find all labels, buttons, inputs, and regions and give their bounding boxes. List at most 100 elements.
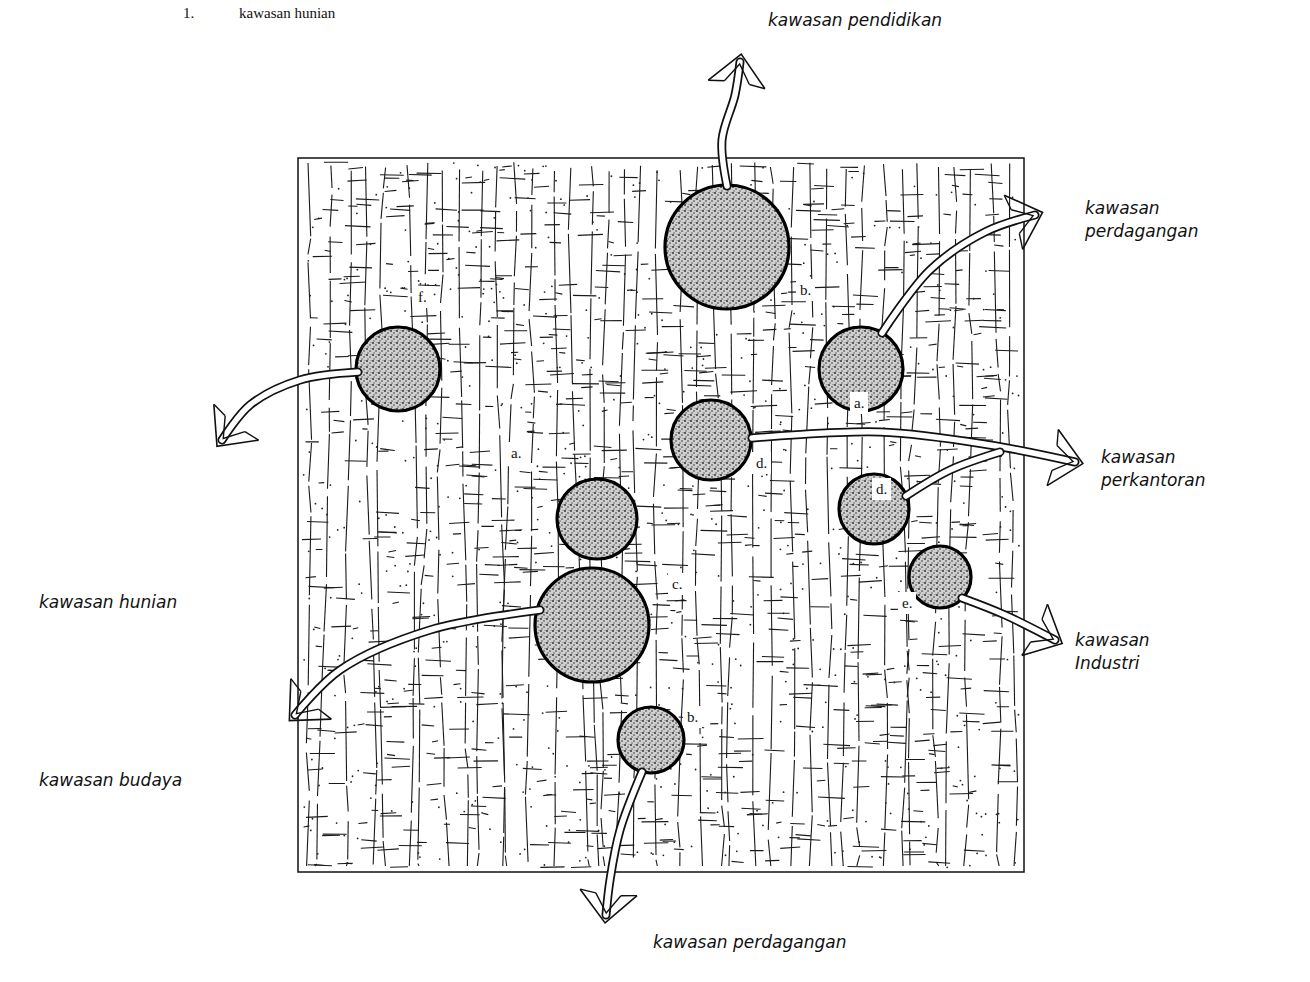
street-line (830, 448, 837, 449)
map-dot (869, 446, 871, 448)
street-line (550, 374, 574, 375)
street-line (727, 764, 728, 802)
street-line (509, 737, 522, 738)
street-line (609, 810, 616, 811)
street-line (411, 519, 420, 520)
street-line (719, 826, 734, 827)
map-dot (779, 388, 781, 390)
map-dot (603, 845, 605, 847)
map-dot (437, 243, 439, 245)
street-line (794, 731, 795, 756)
map-dot (324, 667, 326, 669)
map-dot (531, 497, 533, 499)
street-line (418, 658, 419, 704)
map-dot (1000, 526, 1002, 528)
map-dot (833, 528, 835, 530)
street-line (834, 763, 849, 765)
street-line (340, 282, 366, 283)
street-line (314, 218, 322, 219)
street-line (679, 353, 701, 354)
street-line (528, 432, 543, 434)
street-line (471, 806, 486, 808)
street-line (543, 467, 566, 468)
map-dot (548, 747, 550, 749)
street-line (890, 442, 896, 443)
map-dot (804, 385, 806, 387)
map-dot (651, 436, 653, 438)
street-line (351, 171, 352, 255)
map-dot (524, 170, 526, 172)
map-dot (459, 497, 461, 499)
map-dot (788, 208, 790, 210)
street-line (465, 565, 467, 602)
map-dot (999, 767, 1001, 769)
map-dot (904, 665, 906, 667)
street-line (362, 428, 367, 429)
street-line (922, 654, 947, 655)
map-dot (539, 478, 541, 480)
street-line (655, 254, 657, 335)
street-line (953, 364, 955, 415)
map-dot (309, 295, 311, 297)
street-line (308, 263, 310, 319)
map-dot (888, 783, 890, 785)
street-line (738, 738, 764, 740)
street-line (500, 343, 525, 344)
map-dot (998, 822, 1000, 824)
street-line (937, 767, 949, 769)
map-dot (504, 647, 506, 649)
street-line (644, 842, 669, 844)
street-line (607, 384, 621, 385)
street-line (492, 498, 506, 499)
map-dot (648, 434, 650, 436)
street-line (591, 232, 592, 295)
map-dot (404, 310, 406, 312)
street-line (731, 514, 732, 576)
street-line (642, 298, 663, 299)
map-dot (858, 841, 860, 843)
street-line (991, 163, 994, 213)
map-dot (452, 552, 454, 554)
street-line (377, 779, 391, 781)
map-dot (551, 285, 553, 287)
street-line (656, 860, 657, 866)
street-line (513, 359, 521, 360)
street-line (329, 783, 345, 784)
map-dot (318, 785, 320, 787)
map-dot (920, 257, 922, 259)
street-line (998, 374, 1000, 391)
map-dot (946, 449, 948, 451)
street-line (999, 478, 1000, 512)
street-line (651, 524, 675, 525)
map-dot (1010, 510, 1012, 512)
map-dot (793, 313, 795, 315)
map-dot (551, 545, 553, 547)
street-line (417, 842, 427, 843)
street-line (497, 325, 498, 388)
street-line (829, 542, 831, 596)
street-line (674, 848, 684, 850)
street-line (411, 746, 413, 813)
street-line (436, 209, 457, 210)
street-line (844, 665, 857, 667)
map-dot (780, 421, 782, 423)
map-dot (458, 220, 460, 222)
map-dot (852, 563, 854, 565)
street-line (428, 248, 434, 249)
street-line (388, 551, 396, 552)
map-dot (778, 836, 780, 838)
street-line (662, 564, 688, 565)
map-dot (637, 343, 639, 345)
street-line (989, 270, 1010, 272)
street-line (818, 797, 845, 798)
street-line (360, 692, 384, 694)
map-dot (638, 314, 640, 316)
street-line (780, 181, 796, 182)
street-line (790, 481, 792, 552)
map-dot (827, 253, 829, 255)
street-line (502, 708, 505, 782)
street-line (884, 250, 885, 280)
map-dot (953, 395, 955, 397)
street-line (902, 775, 915, 776)
street-line (730, 391, 757, 392)
